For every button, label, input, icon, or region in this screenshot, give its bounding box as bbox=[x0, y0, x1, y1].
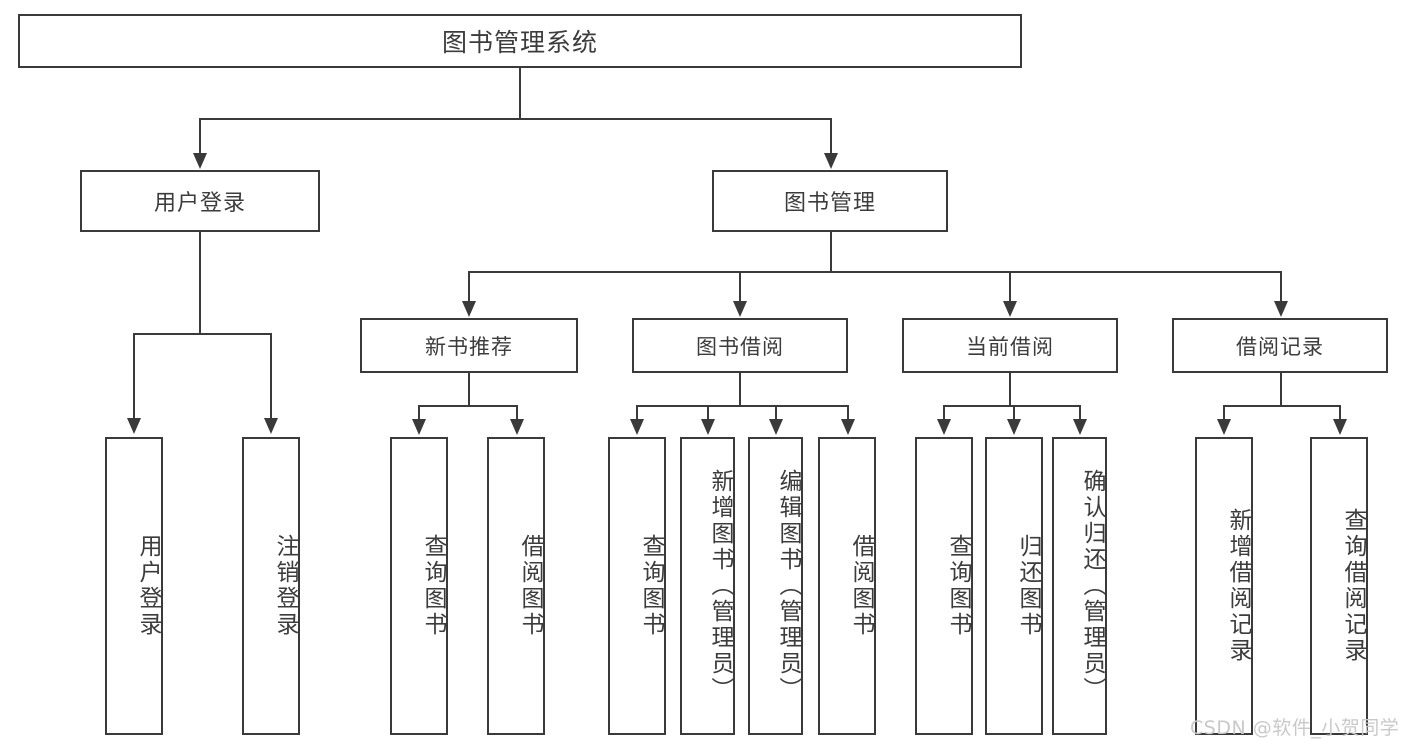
node-current-borrow-label: 当前借阅 bbox=[966, 334, 1054, 359]
leaf-query-book-current[interactable]: 查询图书 bbox=[915, 437, 973, 735]
leaf-return-book-label: 归还图书 bbox=[1015, 534, 1041, 638]
arrowhead-root-to-userlogin bbox=[193, 153, 207, 169]
node-root[interactable]: 图书管理系统 bbox=[18, 14, 1022, 68]
connector-bookmgmt-to-c2 bbox=[739, 271, 741, 302]
leaf-query-book-current-label: 查询图书 bbox=[945, 534, 971, 638]
connector-record-to-l2 bbox=[1339, 405, 1341, 422]
connector-record-stem bbox=[1280, 373, 1282, 405]
leaf-edit-book-admin[interactable]: 编辑图书（管理员） bbox=[748, 437, 803, 735]
arrowhead-borrow-to-l2 bbox=[701, 419, 715, 435]
leaf-query-borrow-record[interactable]: 查询借阅记录 bbox=[1310, 437, 1368, 735]
connector-current-to-l3 bbox=[1079, 405, 1081, 422]
leaf-borrow-book-label: 借阅图书 bbox=[848, 534, 874, 638]
arrowhead-newbook-to-l2 bbox=[510, 419, 524, 435]
leaf-query-book-newbook[interactable]: 查询图书 bbox=[390, 437, 448, 735]
connector-borrow-to-l4 bbox=[847, 405, 849, 422]
leaf-confirm-return-admin[interactable]: 确认归还（管理员） bbox=[1052, 437, 1107, 735]
leaf-query-book-newbook-label: 查询图书 bbox=[420, 534, 446, 638]
connector-borrow-to-l1 bbox=[636, 405, 638, 422]
connector-newbook-to-l1 bbox=[418, 405, 420, 422]
arrowhead-record-to-l2 bbox=[1333, 419, 1347, 435]
node-book-management-label: 图书管理 bbox=[783, 191, 876, 216]
connector-current-bus bbox=[943, 405, 1079, 407]
connector-root-bus bbox=[199, 118, 831, 120]
leaf-query-book-borrow-label: 查询图书 bbox=[638, 534, 664, 638]
connector-userlogin-to-leaf2 bbox=[270, 333, 272, 419]
leaf-user-login-label: 用户登录 bbox=[135, 534, 161, 638]
arrowhead-record-to-l1 bbox=[1217, 419, 1231, 435]
node-user-login[interactable]: 用户登录 bbox=[80, 170, 320, 232]
connector-record-bus bbox=[1223, 405, 1339, 407]
arrowhead-bookmgmt-to-c4 bbox=[1274, 301, 1288, 317]
connector-current-stem bbox=[1009, 373, 1011, 405]
leaf-confirm-return-admin-label: 确认归还（管理员） bbox=[1079, 469, 1105, 703]
leaf-query-book-borrow[interactable]: 查询图书 bbox=[608, 437, 666, 735]
node-borrow-record-label: 借阅记录 bbox=[1236, 334, 1324, 359]
leaf-query-borrow-record-label: 查询借阅记录 bbox=[1340, 508, 1366, 664]
connector-root-to-bookmgmt bbox=[830, 118, 832, 154]
arrowhead-userlogin-to-leaf2 bbox=[264, 418, 278, 434]
connector-root-stem bbox=[519, 68, 521, 118]
leaf-logout-label: 注销登录 bbox=[272, 534, 298, 638]
arrowhead-current-to-l1 bbox=[937, 419, 951, 435]
connector-bookmgmt-bus bbox=[468, 271, 1280, 273]
node-new-book-recommend-label: 新书推荐 bbox=[425, 334, 513, 359]
arrowhead-borrow-to-l3 bbox=[769, 419, 783, 435]
connector-userlogin-to-leaf1 bbox=[133, 333, 135, 419]
connector-record-to-l1 bbox=[1223, 405, 1225, 422]
connector-newbook-to-l2 bbox=[516, 405, 518, 422]
leaf-add-book-admin[interactable]: 新增图书（管理员） bbox=[680, 437, 735, 735]
arrowhead-current-to-l3 bbox=[1073, 419, 1087, 435]
node-book-borrow[interactable]: 图书借阅 bbox=[632, 318, 848, 373]
arrowhead-borrow-to-l1 bbox=[630, 419, 644, 435]
watermark: CSDN @软件_小贺同学 bbox=[1190, 717, 1400, 739]
leaf-edit-book-admin-label: 编辑图书（管理员） bbox=[775, 469, 801, 703]
connector-userlogin-stem bbox=[199, 232, 201, 333]
leaf-user-login[interactable]: 用户登录 bbox=[105, 437, 163, 735]
connector-root-to-userlogin bbox=[199, 118, 201, 154]
connector-current-to-l2 bbox=[1013, 405, 1015, 422]
node-borrow-record[interactable]: 借阅记录 bbox=[1172, 318, 1388, 373]
connector-userlogin-bus bbox=[133, 333, 271, 335]
arrowhead-bookmgmt-to-c3 bbox=[1003, 301, 1017, 317]
connector-bookmgmt-to-c4 bbox=[1280, 271, 1282, 302]
arrowhead-userlogin-to-leaf1 bbox=[127, 418, 141, 434]
node-user-login-label: 用户登录 bbox=[153, 191, 246, 216]
leaf-borrow-book-newbook-label: 借阅图书 bbox=[517, 534, 543, 638]
connector-current-to-l1 bbox=[943, 405, 945, 422]
leaf-logout[interactable]: 注销登录 bbox=[242, 437, 300, 735]
connector-bookmgmt-to-c1 bbox=[468, 271, 470, 302]
arrowhead-root-to-bookmgmt bbox=[824, 153, 838, 169]
arrowhead-newbook-to-l1 bbox=[412, 419, 426, 435]
arrowhead-bookmgmt-to-c1 bbox=[462, 301, 476, 317]
leaf-add-borrow-record-label: 新增借阅记录 bbox=[1225, 508, 1251, 664]
connector-borrow-to-l2 bbox=[707, 405, 709, 422]
leaf-return-book[interactable]: 归还图书 bbox=[985, 437, 1043, 735]
connector-newbook-stem bbox=[468, 373, 470, 405]
node-book-management[interactable]: 图书管理 bbox=[712, 170, 948, 232]
arrowhead-current-to-l2 bbox=[1007, 419, 1021, 435]
connector-bookmgmt-to-c3 bbox=[1009, 271, 1011, 302]
connector-borrow-to-l3 bbox=[775, 405, 777, 422]
leaf-add-borrow-record[interactable]: 新增借阅记录 bbox=[1195, 437, 1253, 735]
leaf-borrow-book[interactable]: 借阅图书 bbox=[818, 437, 876, 735]
node-new-book-recommend[interactable]: 新书推荐 bbox=[360, 318, 578, 373]
leaf-add-book-admin-label: 新增图书（管理员） bbox=[707, 469, 733, 703]
node-book-borrow-label: 图书借阅 bbox=[696, 334, 784, 359]
connector-borrow-stem bbox=[739, 373, 741, 405]
node-current-borrow[interactable]: 当前借阅 bbox=[902, 318, 1118, 373]
connector-borrow-bus bbox=[636, 405, 847, 407]
arrowhead-bookmgmt-to-c2 bbox=[733, 301, 747, 317]
arrowhead-borrow-to-l4 bbox=[841, 419, 855, 435]
node-root-label: 图书管理系统 bbox=[441, 28, 598, 57]
connector-newbook-bus bbox=[418, 405, 516, 407]
connector-bookmgmt-stem bbox=[830, 232, 832, 271]
leaf-borrow-book-newbook[interactable]: 借阅图书 bbox=[487, 437, 545, 735]
